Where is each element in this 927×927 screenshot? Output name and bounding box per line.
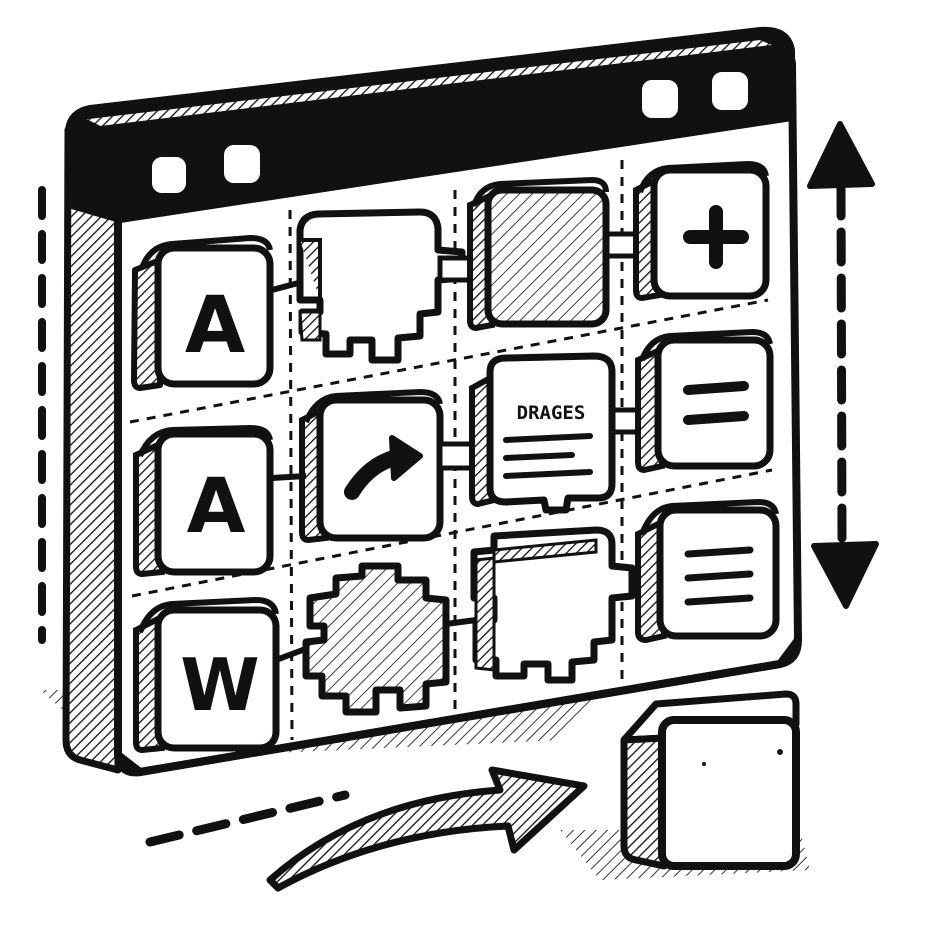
tile-letter-a-row1[interactable]: A	[131, 234, 274, 391]
double-arrow-vertical-icon[interactable]	[807, 121, 879, 609]
cube-icon[interactable]	[620, 690, 800, 870]
window-dot-right-1[interactable]	[638, 76, 682, 122]
puzzle-outline-row3[interactable]	[470, 526, 636, 684]
window-dot-left-1[interactable]	[148, 153, 190, 197]
plus-icon	[683, 205, 749, 269]
puzzle-shaded-row3[interactable]	[302, 562, 450, 716]
tile-letter-w-row3[interactable]: W	[133, 596, 280, 754]
puzzle-outline-row1[interactable]	[296, 208, 466, 364]
tile-equals-row2[interactable]	[635, 328, 774, 474]
tile-list-row3[interactable]	[635, 498, 780, 644]
equals-icon	[683, 381, 749, 425]
window-dot-right-2[interactable]	[708, 68, 752, 114]
tile-arrow-row2[interactable]	[299, 388, 444, 544]
tile-letter-a-row2[interactable]: A	[133, 424, 274, 578]
document-title: DRAGES	[517, 402, 586, 424]
document-lines-icon	[503, 433, 593, 479]
drag-path-dashed	[145, 790, 350, 847]
tile-letter-w: W	[180, 643, 259, 727]
curved-arrow-right-icon	[266, 766, 588, 892]
tile-document-row2[interactable]: DRAGES	[469, 352, 616, 514]
tile-letter-a-2: A	[187, 461, 246, 550]
tile-plus-row1[interactable]	[633, 160, 770, 302]
shaded-block-row1[interactable]	[467, 176, 610, 332]
window-dot-left-2[interactable]	[220, 141, 264, 187]
list-lines-icon	[684, 546, 754, 606]
curved-arrow-icon	[344, 435, 423, 500]
tile-letter-a-1: A	[185, 281, 245, 371]
